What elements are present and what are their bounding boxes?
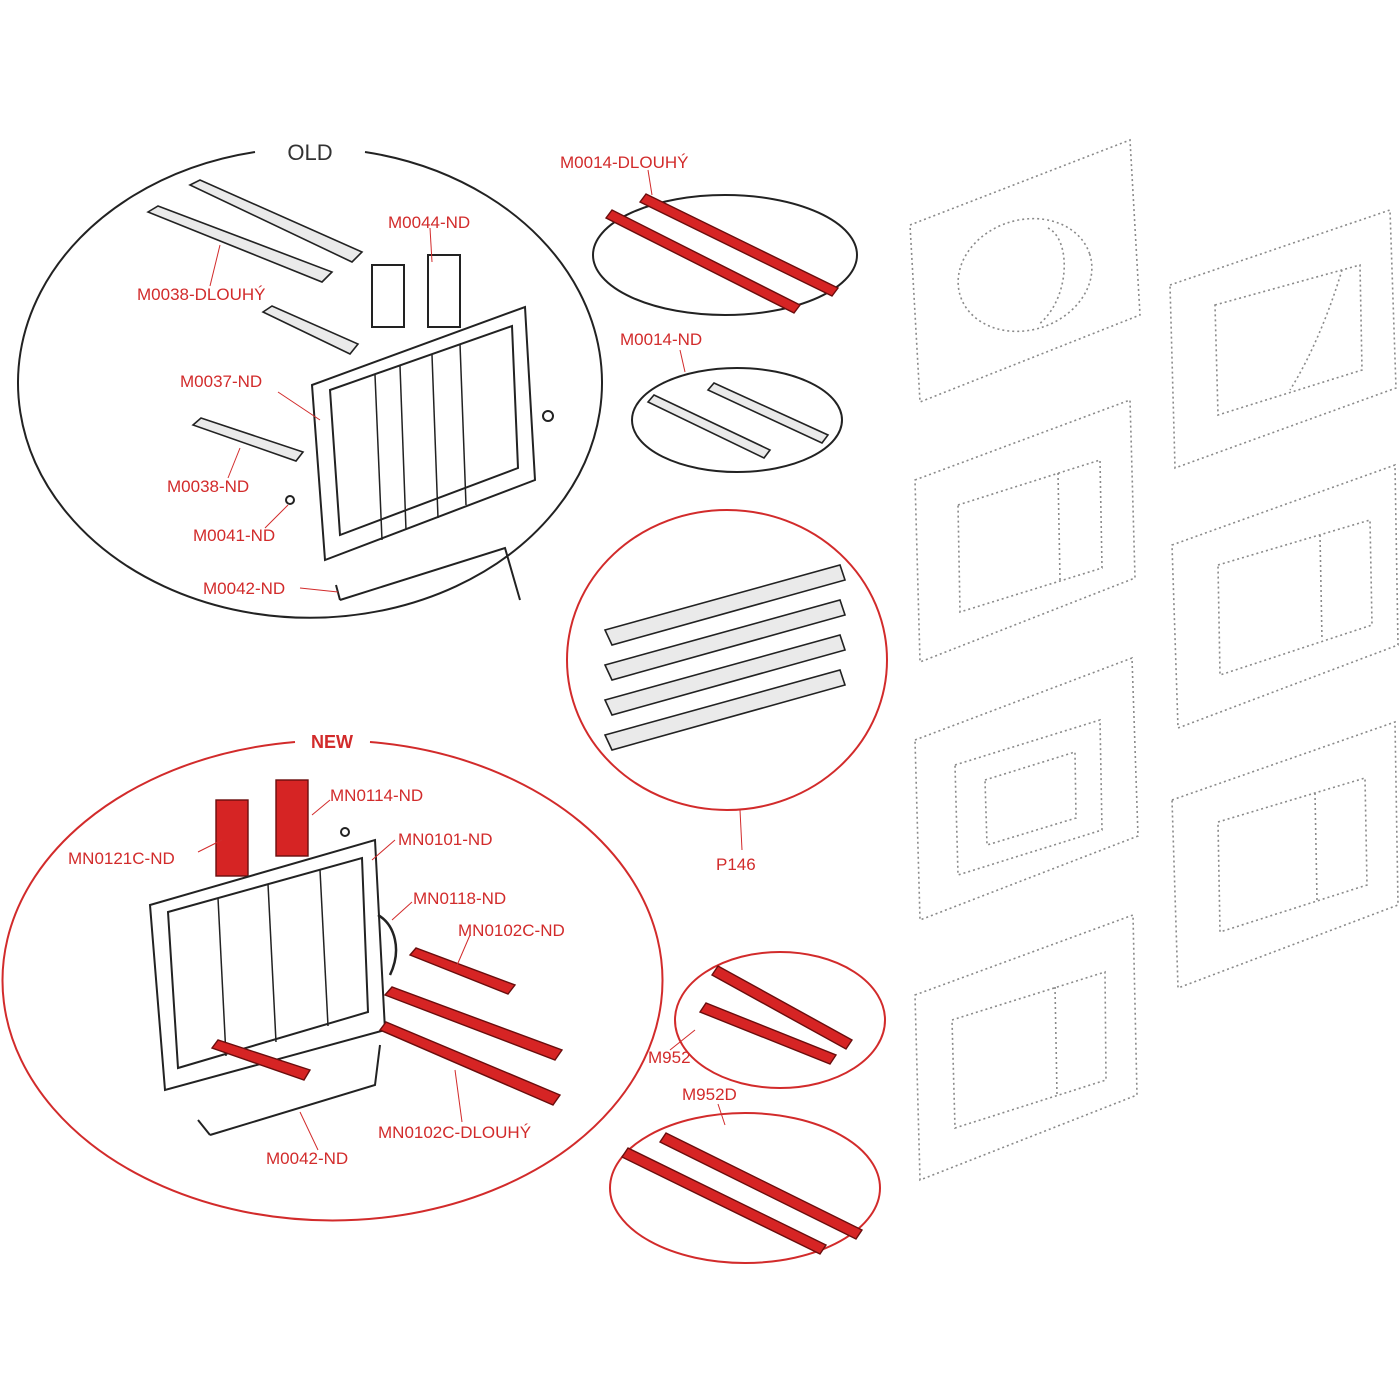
flush-plate-dual-rounded (1171, 720, 1399, 990)
old-group: OLD M0 (17, 140, 603, 619)
label-mn0102c-dlouhy: MN0102C-DLOUHÝ (378, 1123, 531, 1142)
mn0118-nd-hook (377, 913, 398, 976)
mn0102c-nd-rods (210, 947, 517, 1081)
mn0102c-dlouhy-rods (378, 986, 564, 1106)
m0041-nd-screw (285, 495, 295, 505)
m0038-nd-rod (191, 417, 305, 462)
new-group: NEW (1, 732, 664, 1222)
label-mn0121c-nd: MN0121C-ND (68, 849, 175, 868)
label-m0041-nd: M0041-ND (193, 526, 275, 545)
label-m0038-nd: M0038-ND (167, 477, 249, 496)
m0014-dlouhy-group: M0014-DLOUHÝ (560, 153, 858, 316)
label-m0042-nd-old: M0042-ND (203, 579, 285, 598)
label-m0044-nd: M0044-ND (388, 213, 470, 232)
m0044-nd-clips (371, 254, 461, 328)
flush-plate-dual-curved (914, 398, 1136, 664)
m0014-nd-group: M0014-ND (620, 330, 843, 473)
label-m0014-nd: M0014-ND (620, 330, 702, 349)
label-m0038-dlouhy: M0038-DLOUHÝ (137, 285, 266, 304)
flush-plates (909, 138, 1399, 1182)
label-mn0102c-nd: MN0102C-ND (458, 921, 565, 940)
m0042-nd-new-wire (197, 1044, 381, 1136)
p146-group: P146 (566, 509, 888, 874)
label-m0014-dlouhy: M0014-DLOUHÝ (560, 153, 689, 172)
label-mn0114-nd: MN0114-ND (330, 786, 423, 805)
label-mn0118-nd: MN0118-ND (413, 889, 506, 908)
flush-plate-single-curved (1169, 208, 1397, 470)
old-group-ellipse (17, 151, 603, 619)
label-p146: P146 (716, 855, 756, 874)
mn0101-nd-frame (148, 827, 387, 1092)
short-rod-part (261, 305, 360, 355)
flush-plate-oval (909, 138, 1141, 404)
label-m0042-nd-new: M0042-ND (266, 1149, 348, 1168)
label-m0037-nd: M0037-ND (180, 372, 262, 391)
flush-plate-concentric (914, 656, 1139, 922)
old-group-title: OLD (287, 140, 332, 165)
m0038-dlouhy-rods (146, 179, 364, 283)
new-group-title: NEW (311, 732, 353, 752)
mn0121c-nd-clips (215, 779, 309, 877)
m0037-nd-frame (310, 305, 554, 562)
flush-plate-dual-small (914, 913, 1138, 1182)
new-group-ellipse (1, 741, 664, 1222)
m952-group: M952 (648, 951, 886, 1089)
label-m952d: M952D (682, 1085, 737, 1104)
m952d-group: M952D (609, 1085, 881, 1264)
m0042-nd-old-wire (335, 546, 521, 601)
label-m952: M952 (648, 1048, 691, 1067)
label-mn0101-nd: MN0101-ND (398, 830, 492, 849)
flush-plate-dual-square (1171, 463, 1399, 730)
